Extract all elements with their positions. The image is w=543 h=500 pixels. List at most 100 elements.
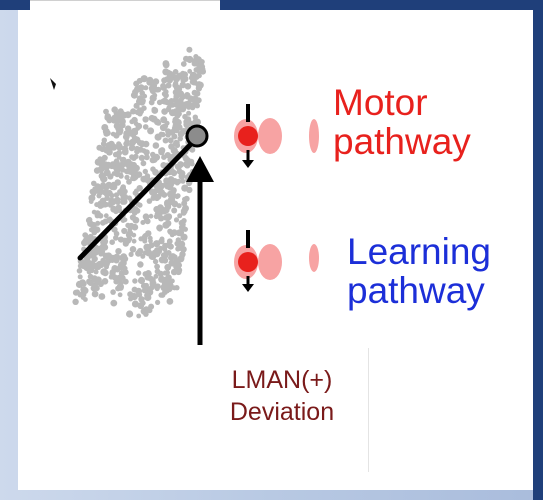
scatter-dot [170, 73, 175, 78]
scatter-dot [113, 165, 121, 172]
scatter-dot [162, 221, 170, 229]
lman-label-line2: Deviation [229, 398, 335, 426]
scatter-dot [98, 160, 106, 168]
scatter-dot [125, 161, 132, 169]
scatter-dot [137, 202, 143, 208]
scatter-dot [183, 121, 191, 129]
scatter-dot [174, 240, 180, 247]
scatter-dot [136, 291, 143, 298]
scatter-dot [100, 182, 106, 188]
scatter-dot [130, 108, 137, 115]
scatter-dot [132, 278, 138, 284]
scatter-dot [153, 195, 160, 202]
scatter-dot [193, 118, 201, 126]
scatter-dot [185, 116, 192, 123]
scatter-dot [145, 230, 152, 237]
scatter-dot [159, 292, 166, 298]
scatter-dot [141, 148, 147, 154]
scatter-dot [152, 258, 159, 265]
scatter-dot [133, 80, 140, 87]
scatter-dot [149, 83, 157, 91]
scatter-dot [158, 148, 164, 153]
scatter-dot [174, 142, 181, 148]
scatter-dot [123, 146, 129, 152]
scatter-dot [94, 278, 101, 286]
scatter-dot [144, 274, 151, 281]
caption-divider [368, 348, 369, 472]
scatter-dot [163, 92, 169, 99]
scatter-dot [143, 243, 151, 251]
scatter-dot [178, 224, 186, 231]
scatter-dot [167, 228, 173, 234]
scatter-dot [165, 279, 173, 286]
scatter-dot [153, 187, 160, 194]
scatter-dot [114, 158, 119, 164]
scatter-dot [160, 284, 168, 292]
scatter-dot [148, 213, 154, 219]
scatter-dot [173, 217, 180, 223]
scatter-dot [143, 85, 149, 91]
scatter-dot [93, 264, 99, 270]
scatter-dot [101, 244, 109, 251]
scatter-dot [169, 190, 176, 198]
scatter-dot [170, 110, 177, 116]
scatter-dot [115, 248, 122, 255]
scatter-dot [131, 116, 138, 124]
scatter-dot [167, 137, 174, 144]
scatter-dot [189, 104, 196, 111]
scatter-dot [130, 175, 136, 182]
scatter-dot [103, 190, 111, 198]
scatter-dot [168, 167, 175, 174]
scatter-dot [120, 122, 126, 129]
scatter-dot [171, 133, 178, 140]
scatter-dot [186, 110, 192, 116]
scatter-dot [116, 144, 124, 151]
scatter-dot [148, 252, 156, 260]
scatter-dot [189, 146, 196, 153]
scatter-dot [125, 237, 132, 244]
scatter-dot [127, 129, 135, 137]
scatter-dot [137, 247, 144, 255]
scatter-dot [164, 263, 172, 271]
scatter-dot [149, 281, 157, 288]
scatter-dot [90, 284, 98, 292]
scatter-dot [162, 68, 170, 76]
scatter-dot [126, 310, 134, 318]
scatter-dot [78, 259, 85, 266]
scatter-dot [104, 264, 109, 270]
scatter-dot [133, 102, 140, 109]
scatter-dot [137, 111, 143, 117]
scatter-dot [88, 199, 94, 205]
scatter-dot [87, 273, 94, 280]
scatter-dot [116, 150, 123, 156]
scatter-dot [130, 155, 137, 161]
scatter-dot [184, 83, 192, 90]
scatter-dot [178, 96, 185, 102]
scatter-dot [142, 124, 149, 130]
scatter-dot [181, 218, 187, 224]
scatter-dot [165, 82, 172, 89]
scatter-dot [91, 290, 99, 298]
scatter-dot [105, 161, 112, 169]
scatter-dot [101, 278, 109, 285]
lman-label-line1: LMAN(+) [231, 366, 333, 394]
scatter-dot [117, 108, 124, 115]
scatter-dot [146, 198, 153, 204]
scatter-dot [126, 178, 132, 185]
scatter-dot [147, 127, 155, 135]
scatter-dot [175, 229, 183, 237]
scatter-dot [91, 255, 98, 263]
scatter-dot [173, 127, 180, 134]
lman-deviation-label: LMAN(+) Deviation [198, 364, 366, 428]
scatter-dot [181, 200, 188, 207]
scatter-dot [107, 202, 113, 208]
scatter-dot [135, 171, 143, 178]
scatter-dot [123, 133, 129, 138]
scatter-dot [117, 292, 123, 298]
scatter-dot [120, 156, 127, 163]
scatter-dot [77, 274, 83, 280]
scatter-dot [168, 198, 176, 206]
scatter-dot [93, 269, 99, 275]
scatter-dot [118, 161, 126, 169]
scatter-dot [176, 203, 182, 209]
